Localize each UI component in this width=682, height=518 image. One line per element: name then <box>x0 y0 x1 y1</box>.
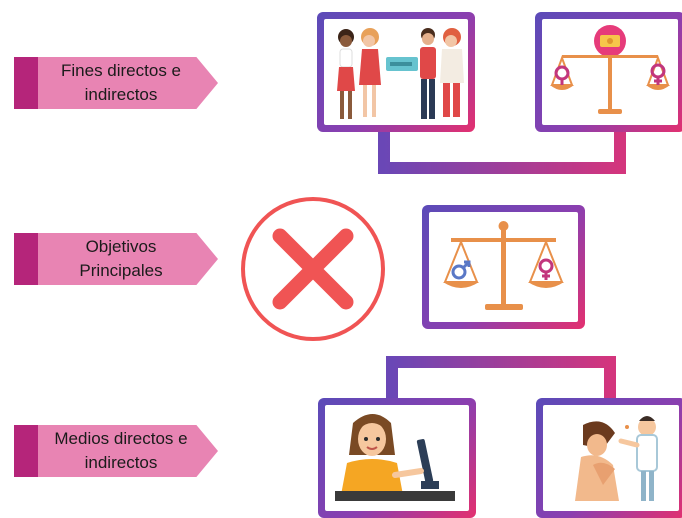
people-handshake-icon <box>337 28 464 119</box>
tag-stripe <box>14 233 38 285</box>
label-objetivos: Objetivos Principales <box>14 233 218 285</box>
frame-top-left <box>317 12 475 132</box>
red-x-icon <box>241 197 385 341</box>
label-medios: Medios directos e indirectos <box>14 425 218 477</box>
frame-center <box>422 205 585 329</box>
label-fines-text: Fines directos e indirectos <box>38 57 218 109</box>
office-worker-icon <box>335 414 455 501</box>
tag-stripe <box>14 425 38 477</box>
gender-balance-scale-icon <box>443 221 564 310</box>
label-fines: Fines directos e indirectos <box>14 57 218 109</box>
frame-bottom-right <box>536 398 682 518</box>
label-medios-text: Medios directos e indirectos <box>38 425 218 477</box>
gender-pay-scale-icon <box>550 25 670 114</box>
frame-bottom-left <box>318 398 476 518</box>
label-objetivos-text: Objetivos Principales <box>38 233 218 285</box>
frame-top-right <box>535 12 682 132</box>
tag-stripe <box>14 57 38 109</box>
medical-care-icon <box>575 416 658 501</box>
